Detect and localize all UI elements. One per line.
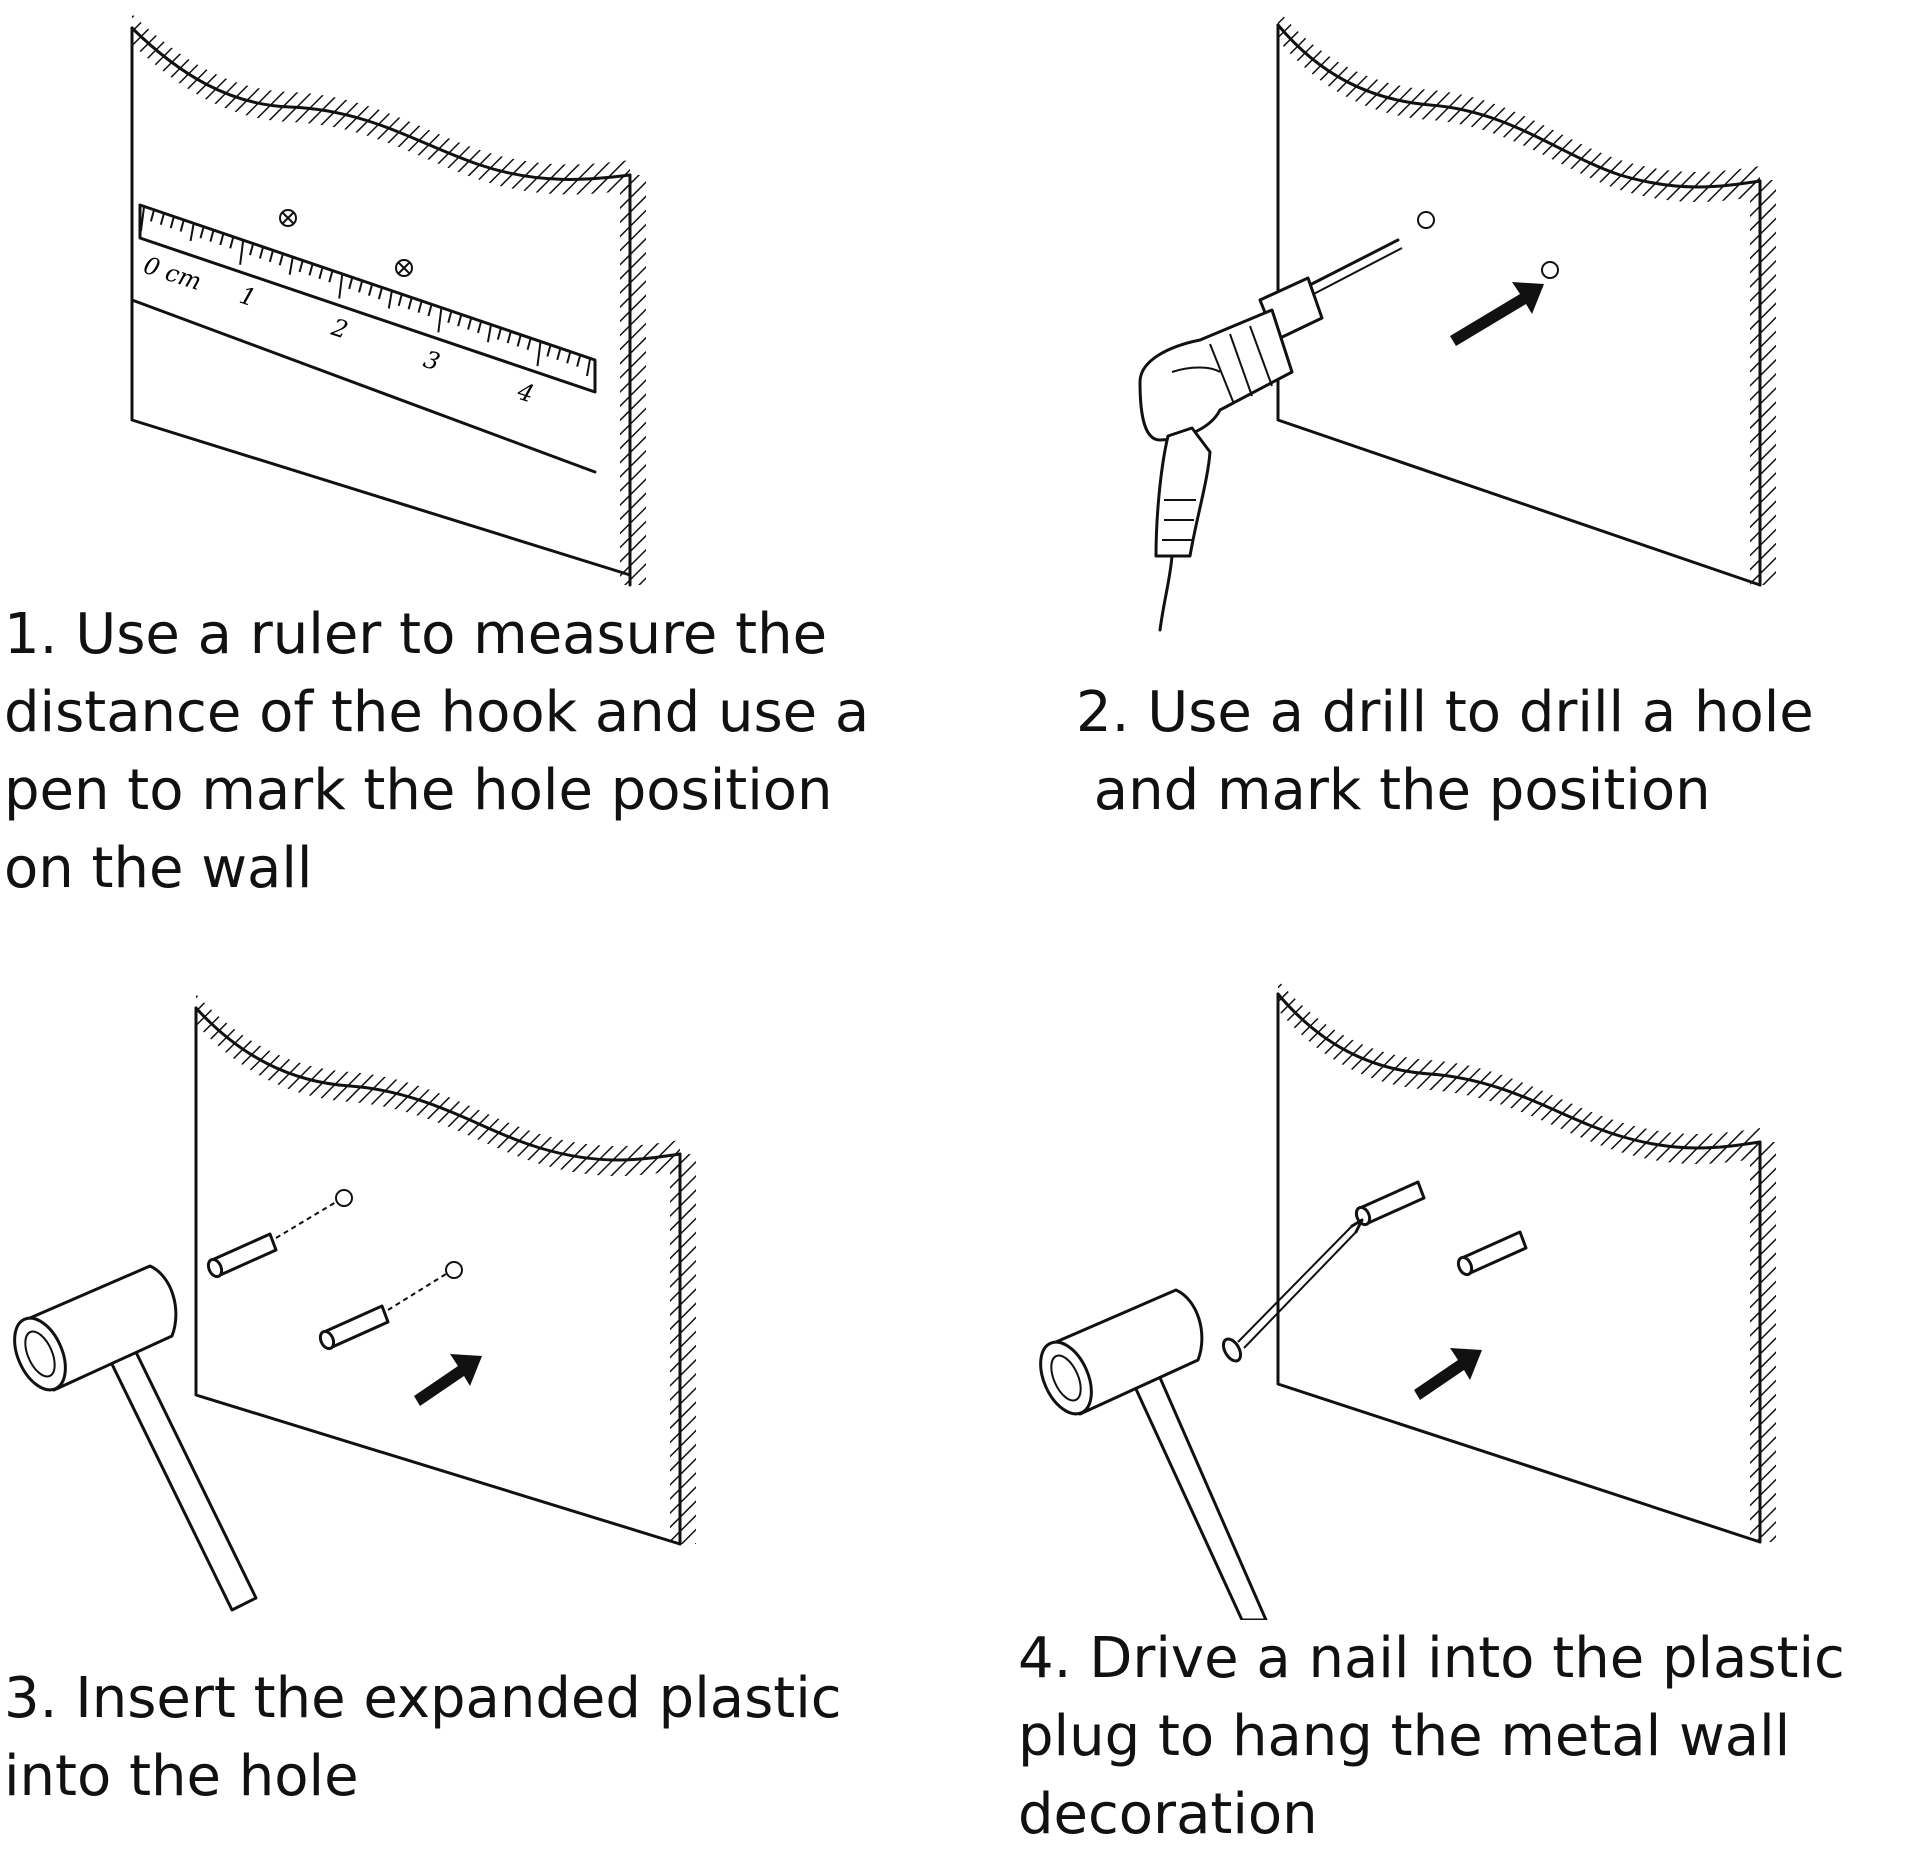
ruler-tick	[278, 254, 284, 266]
marked-hole-icon	[395, 259, 413, 277]
ruler-tick	[377, 287, 383, 300]
ruler-tick	[169, 216, 175, 229]
ruler-tick	[407, 297, 413, 310]
step-1-caption-line: pen to mark the hole position	[4, 758, 833, 823]
ruler-tick	[447, 311, 453, 323]
ruler-tick	[467, 318, 473, 330]
ruler-tick	[229, 237, 235, 249]
step-3-panel: 3. Insert the expanded plastic into the …	[0, 960, 960, 1846]
ruler-tick	[358, 281, 364, 293]
ruler-tick	[338, 274, 344, 299]
ruler-tick	[556, 348, 562, 361]
ruler-tick	[258, 247, 264, 259]
hammer-icon	[13, 1264, 258, 1612]
ruler-tick-label-3: 3	[420, 345, 443, 376]
ruler-icon: 0 cm 1 2 3 4	[130, 203, 597, 474]
arrow-icon	[414, 1354, 482, 1406]
ruler-tick	[516, 335, 522, 347]
ruler-tick	[318, 267, 324, 280]
drill-icon	[1138, 238, 1403, 632]
ruler-tick	[367, 284, 373, 296]
ruler-tick	[417, 301, 423, 313]
step-3-caption: 3. Insert the expanded plastic into the …	[4, 1660, 842, 1816]
step-2-caption-line: and mark the position	[1076, 758, 1711, 823]
step-3-illustration	[13, 994, 696, 1612]
step-1-caption-line: distance of the hook and use a	[4, 680, 870, 745]
marked-hole-icon	[279, 209, 297, 227]
ruler-tick	[288, 257, 294, 275]
step-4-caption-line: plug to hang the metal wall	[1018, 1704, 1791, 1769]
step-2-caption-line: 2. Use a drill to drill a hole	[1076, 680, 1814, 745]
ruler-tick	[457, 314, 463, 327]
ruler-tick	[486, 325, 492, 343]
wall-icon	[1276, 10, 1776, 587]
nail-icon	[1221, 1218, 1364, 1363]
ruler-tick	[239, 240, 245, 265]
ruler-tick-label-1: 1	[236, 281, 259, 312]
step-2-panel: 2. Use a drill to drill a hole and mark …	[1000, 0, 1908, 900]
step-1-panel: 0 cm 1 2 3 4 1. Use a ruler to measure t…	[0, 0, 960, 901]
step-3-caption-line: into the hole	[4, 1744, 359, 1809]
step-3-caption-line: 3. Insert the expanded plastic	[4, 1666, 842, 1731]
step-4-panel: 4. Drive a nail into the plastic plug to…	[1000, 960, 1908, 1847]
ruler-tick	[526, 338, 532, 350]
ruler-tick	[576, 355, 582, 367]
ruler-tick	[328, 270, 334, 283]
ruler-tick	[437, 308, 443, 333]
ruler-tick	[159, 213, 165, 226]
step-4-caption: 4. Drive a nail into the plastic plug to…	[1018, 1620, 1845, 1854]
ruler-tick	[189, 223, 195, 242]
ruler-tick	[209, 230, 215, 242]
plastic-plug-icon	[206, 1189, 353, 1279]
ruler-tick	[546, 345, 552, 357]
ruler-tick	[140, 206, 145, 232]
step-1-caption: 1. Use a ruler to measure the distance o…	[4, 596, 869, 908]
step-1-illustration: 0 cm 1 2 3 4	[130, 14, 646, 587]
plastic-plug-icon	[318, 1261, 463, 1351]
ruler-tick	[179, 220, 185, 232]
wall-icon	[194, 994, 696, 1546]
ruler-tick	[397, 294, 403, 307]
ruler-tick	[536, 341, 542, 367]
arrow-icon	[1414, 1348, 1482, 1400]
ruler-tick-label-4: 4	[513, 377, 537, 409]
step-4-caption-line: 4. Drive a nail into the plastic	[1018, 1626, 1845, 1691]
ruler-tick	[506, 331, 512, 344]
ruler-tick	[348, 277, 354, 290]
ruler-tick	[219, 233, 225, 246]
ruler-tick	[149, 210, 155, 222]
step-4-caption-line: decoration	[1018, 1782, 1318, 1847]
step-2-caption: 2. Use a drill to drill a hole and mark …	[1076, 674, 1814, 830]
ruler-tick	[249, 243, 254, 256]
ruler-tick	[308, 264, 314, 276]
step-1-caption-line: on the wall	[4, 836, 313, 901]
ruler-tick	[586, 358, 591, 377]
arrow-icon	[1450, 282, 1544, 346]
drilled-hole-icon	[1417, 211, 1559, 279]
ruler-tick	[387, 291, 393, 309]
wall-icon	[1276, 980, 1776, 1544]
plastic-plug-icon	[1456, 1230, 1528, 1277]
step-1-caption-line: 1. Use a ruler to measure the	[4, 602, 828, 667]
step-4-illustration	[1039, 980, 1776, 1620]
ruler-tick	[199, 227, 205, 239]
ruler-tick	[268, 250, 274, 263]
ruler-tick	[566, 351, 572, 364]
ruler-tick-label-2: 2	[327, 313, 351, 345]
ruler-ticks	[140, 206, 591, 377]
plastic-plug-icon	[1354, 1180, 1426, 1227]
wall-icon	[130, 14, 646, 587]
step-2-illustration	[1138, 10, 1776, 632]
ruler-tick	[477, 321, 482, 334]
ruler-tick	[496, 328, 502, 340]
ruler-tick	[298, 260, 304, 273]
ruler-tick	[427, 304, 433, 317]
hammer-icon	[1039, 1288, 1268, 1620]
